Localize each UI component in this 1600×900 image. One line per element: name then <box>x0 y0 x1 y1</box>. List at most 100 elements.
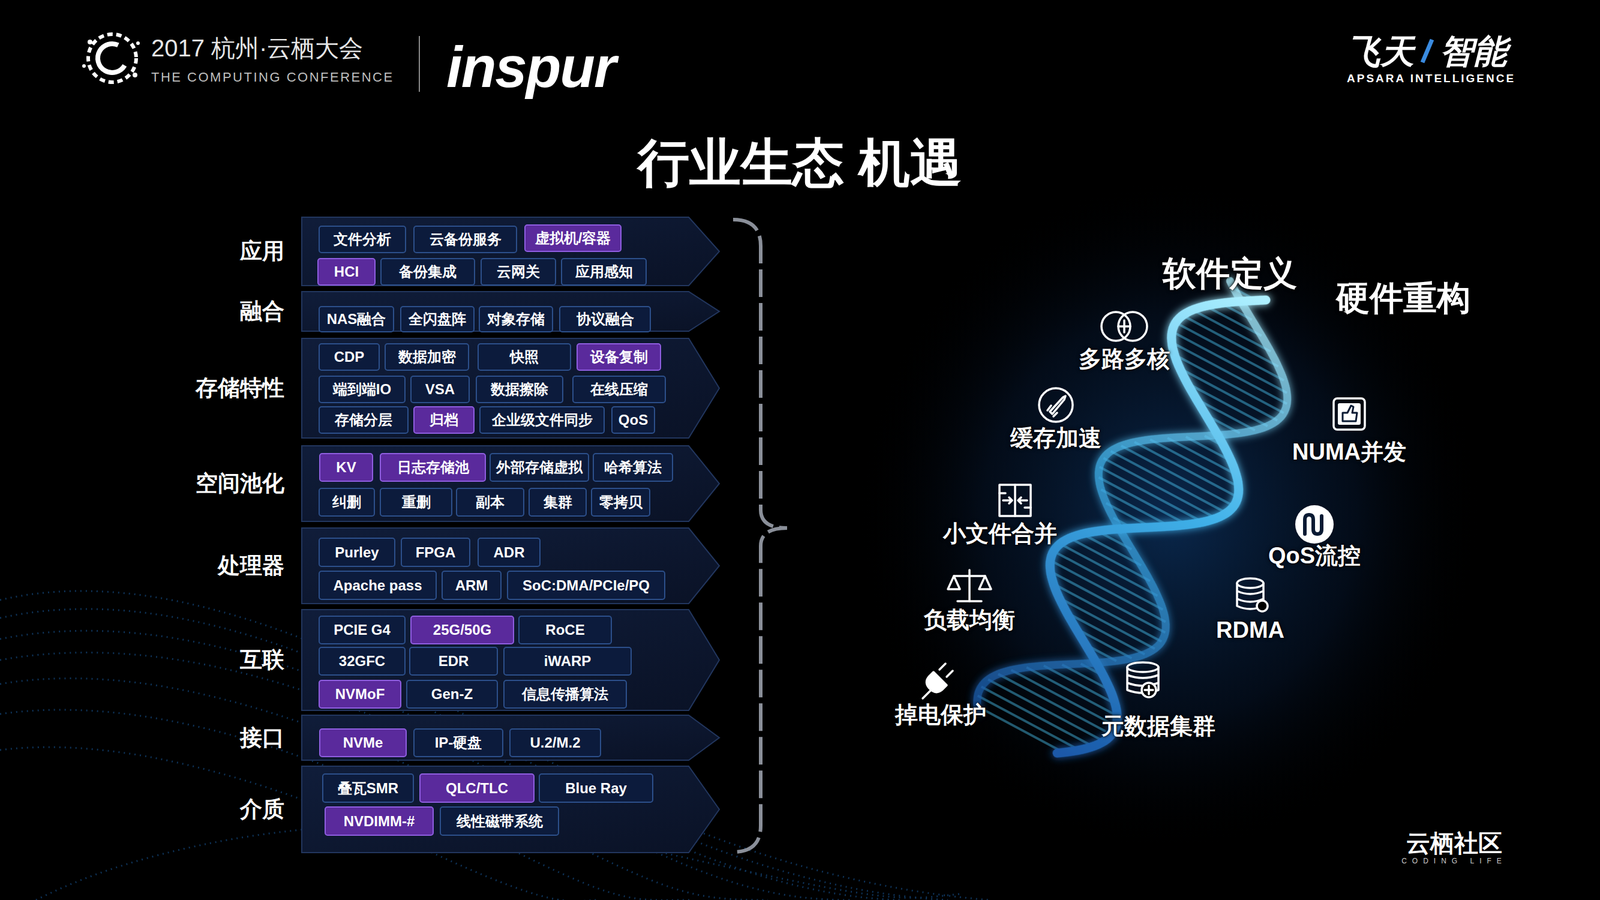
feature-tag: 纠删 <box>318 487 375 517</box>
feature-tag: 文件分析 <box>318 225 407 254</box>
tag-text: 文件分析 <box>333 232 392 247</box>
tag-text: NVMe <box>343 735 384 750</box>
feature-tag: 线性磁带系统 <box>439 806 560 836</box>
balance-icon <box>947 569 992 602</box>
band-outline <box>301 527 720 604</box>
tag-text: RoCE <box>545 622 585 638</box>
tag-text: 对象存储 <box>487 311 545 327</box>
slide-label: 软件定义 <box>1162 254 1298 293</box>
tag-text: NVMoF <box>335 686 386 702</box>
tag-text: 归档 <box>429 412 459 428</box>
tag-text: 25G/50G <box>433 622 492 638</box>
tag-text: 零拷贝 <box>599 494 643 510</box>
feature-tag: 协议融合 <box>559 305 651 333</box>
feature-tag: 在线压缩 <box>572 375 666 404</box>
slide-label: 缓存加速 <box>1010 425 1102 452</box>
tag-text: EDR <box>438 653 470 669</box>
tag-text: 线性磁带系统 <box>456 814 543 829</box>
tag-text: 应用感知 <box>575 264 633 279</box>
band-outline <box>301 766 720 853</box>
tag-text: 集群 <box>543 494 573 510</box>
tag-text: IP-硬盘 <box>434 735 483 750</box>
tag-text: iWARP <box>544 653 592 669</box>
slide-label: APSARA INTELLIGENCE <box>1346 72 1516 86</box>
category-label: 应用 <box>239 236 285 267</box>
feature-tag: Blue Ray <box>538 773 654 803</box>
feature-tag: iWARP <box>503 646 632 676</box>
category-band: 融合NAS融合全闪盘阵对象存储协议融合 <box>301 290 720 332</box>
feature-tag: ARM <box>441 570 502 600</box>
feature-tag: QoS <box>611 406 656 434</box>
rocket-icon <box>1039 388 1073 422</box>
feature-tag: VSA <box>410 375 470 404</box>
tag-text: FPGA <box>415 545 456 560</box>
feature-tag: Apache pass <box>318 570 437 600</box>
category-band: 应用文件分析云备份服务虚拟机/容器HCI备份集成云网关应用感知 <box>301 216 720 287</box>
feature-tag: RoCE <box>518 615 612 645</box>
plug-icon <box>922 663 953 699</box>
slide-label: inspur <box>446 35 615 99</box>
band-outline <box>301 445 720 522</box>
tag-text: Gen-Z <box>431 686 473 702</box>
category-label: 介质 <box>239 794 285 825</box>
tag-text: 企业级文件同步 <box>491 412 593 428</box>
slide-label: RDMA <box>1216 617 1285 644</box>
category-label: 空间池化 <box>195 468 285 499</box>
tag-text: 云网关 <box>496 264 540 279</box>
feature-tag: 信息传播算法 <box>503 679 627 709</box>
highlight-tag: 虚拟机/容器 <box>524 224 622 252</box>
tag-text: HCI <box>334 264 359 279</box>
feature-icons <box>922 311 1365 699</box>
category-band: 互联PCIE G425G/50GRoCE32GFCEDRiWARPNVMoFGe… <box>301 608 720 711</box>
tag-text: 虚拟机/容器 <box>535 230 612 246</box>
slide-label: CODING LIFE <box>1401 857 1508 866</box>
tag-text: 数据加密 <box>398 349 456 365</box>
category-band: 空间池化KV日志存储池外部存储虚拟哈希算法纠删重删副本集群零拷贝 <box>301 445 720 522</box>
band-outline <box>301 217 720 286</box>
tag-text: 协议融合 <box>576 311 635 327</box>
slide-title: 行业生态 机遇 <box>637 128 962 199</box>
band-outline <box>301 715 720 761</box>
feature-tag: 端到端IO <box>318 375 406 404</box>
feature-tag: 哈希算法 <box>592 452 674 482</box>
tag-text: 存储分层 <box>334 412 393 428</box>
feature-tag: 对象存储 <box>478 305 554 333</box>
feature-tag: IP-硬盘 <box>413 728 504 758</box>
category-label: 互联 <box>239 644 285 675</box>
tag-text: 设备复制 <box>590 349 648 365</box>
tag-text: Apache pass <box>332 578 422 593</box>
feature-tag: U.2/M.2 <box>509 728 602 758</box>
tag-text: 快照 <box>509 349 539 365</box>
thumb-icon <box>1333 398 1365 430</box>
highlight-tag: 25G/50G <box>410 615 515 645</box>
feature-tag: PCIE G4 <box>318 615 406 645</box>
feature-tag: 数据加密 <box>384 343 470 371</box>
tag-text: 在线压缩 <box>590 382 648 397</box>
merge-icon <box>999 484 1031 516</box>
tag-text: ADR <box>493 545 525 560</box>
tag-text: VSA <box>425 382 455 397</box>
feature-tag: 快照 <box>477 343 572 371</box>
highlight-tag: NVDIMM-# <box>324 806 434 836</box>
feature-tag: NAS融合 <box>318 305 395 333</box>
tag-text: KV <box>335 460 356 475</box>
tag-text: 云备份服务 <box>429 232 502 247</box>
slide-label: 云栖社区 <box>1406 829 1503 857</box>
slide-label: 智能 <box>1439 32 1508 71</box>
slide-label: THE COMPUTING CONFERENCE <box>151 70 395 85</box>
band-outline <box>301 609 720 711</box>
feature-tag: 全闪盘阵 <box>400 305 475 333</box>
tag-text: 32GFC <box>338 653 386 669</box>
feature-tag: 副本 <box>455 487 525 517</box>
slide-label: 元数据集群 <box>1101 713 1216 740</box>
highlight-tag: 日志存储池 <box>379 452 486 482</box>
feature-tag: CDP <box>318 343 380 371</box>
feature-tag: 数据擦除 <box>475 375 564 404</box>
tag-text: QLC/TLC <box>445 781 509 796</box>
highlight-tag: HCI <box>317 257 376 286</box>
highlight-tag: 设备复制 <box>576 343 662 371</box>
category-label: 接口 <box>239 722 285 753</box>
feature-tag: 云网关 <box>480 257 557 286</box>
highlight-tag: NVMoF <box>318 679 402 709</box>
slide-label: NUMA并发 <box>1292 439 1407 465</box>
